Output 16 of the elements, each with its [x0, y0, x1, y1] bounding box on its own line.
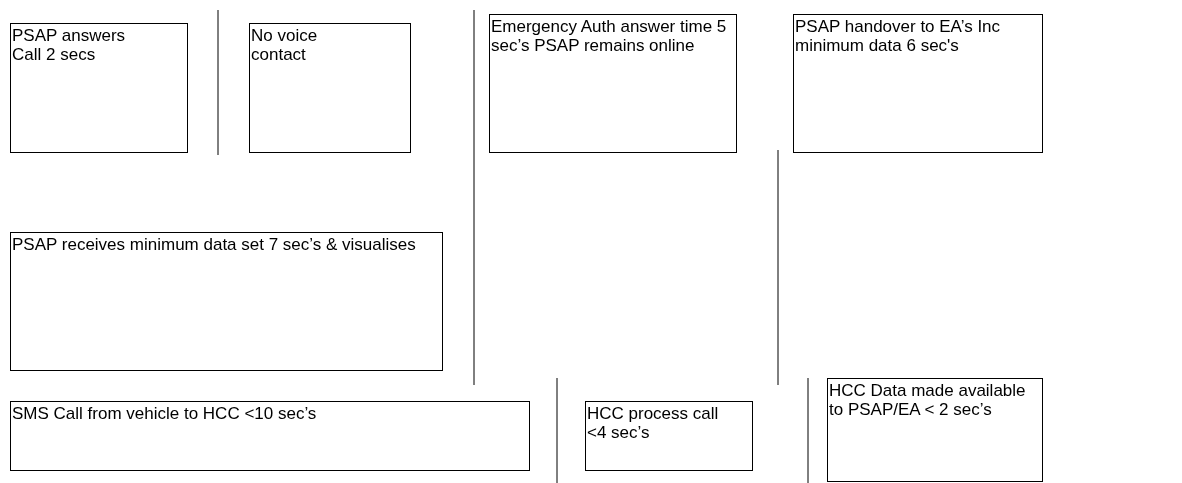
- text-box: [585, 401, 753, 471]
- text-box: [827, 378, 1043, 482]
- text-box: [10, 232, 443, 371]
- box-text: SMS Call from vehicle to HCC <10 sec’s: [11, 403, 318, 423]
- text-box: [793, 14, 1043, 153]
- box-text: HCC Data made available to PSAP/EA < 2 sec’s: [828, 380, 1027, 419]
- text-box: [489, 14, 737, 153]
- box-text: HCC process call <4 sec’s: [586, 403, 720, 442]
- box-text: Emergency Auth answer time 5 sec’s PSAP remains online: [490, 16, 728, 55]
- text-box: [10, 23, 188, 153]
- box-text: PSAP handover to EA’s Inc minimum data 6 sec's: [794, 16, 1002, 55]
- box-text: No voice contact: [250, 25, 319, 64]
- text-box: [249, 23, 411, 153]
- box-text: PSAP answers Call 2 secs: [11, 25, 127, 64]
- text-box: [10, 401, 530, 471]
- box-text: PSAP receives minimum data set 7 sec’s & visualises: [11, 234, 417, 254]
